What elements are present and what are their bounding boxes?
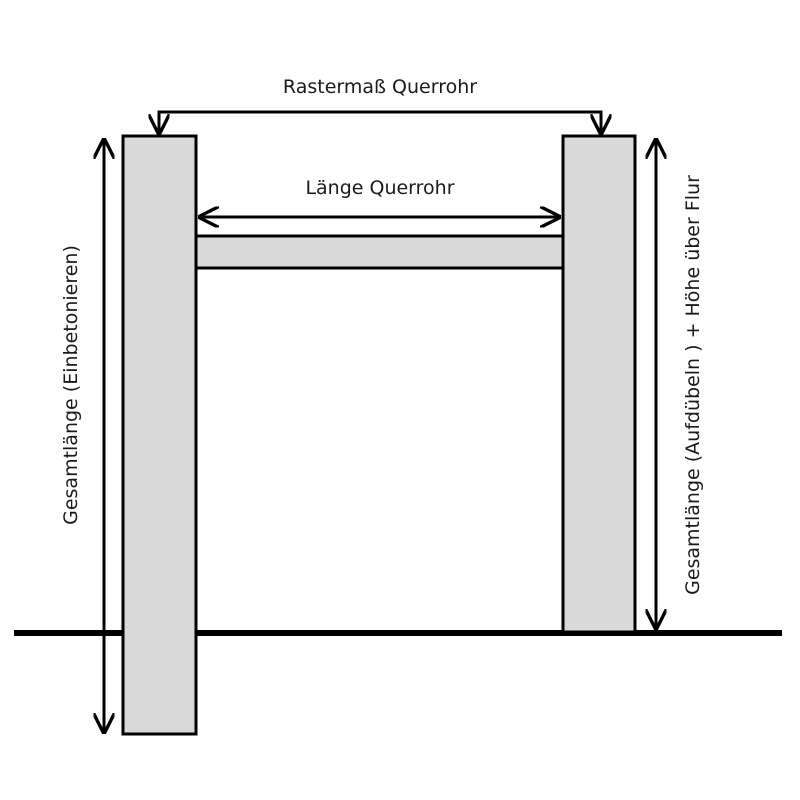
- raster-label: Rastermaß Querrohr: [283, 76, 477, 98]
- left-total-label: Gesamtlänge (Einbetonieren): [60, 245, 82, 525]
- length-label: Länge Querrohr: [305, 177, 454, 199]
- right-post: [561, 134, 637, 634]
- raster-dimension-bracket: [159, 110, 601, 133]
- left-post: [121, 134, 198, 736]
- cross-tube: [194, 234, 565, 270]
- right-total-label: Gesamtlänge (Aufdübeln ) + Höhe über Flu…: [682, 175, 704, 595]
